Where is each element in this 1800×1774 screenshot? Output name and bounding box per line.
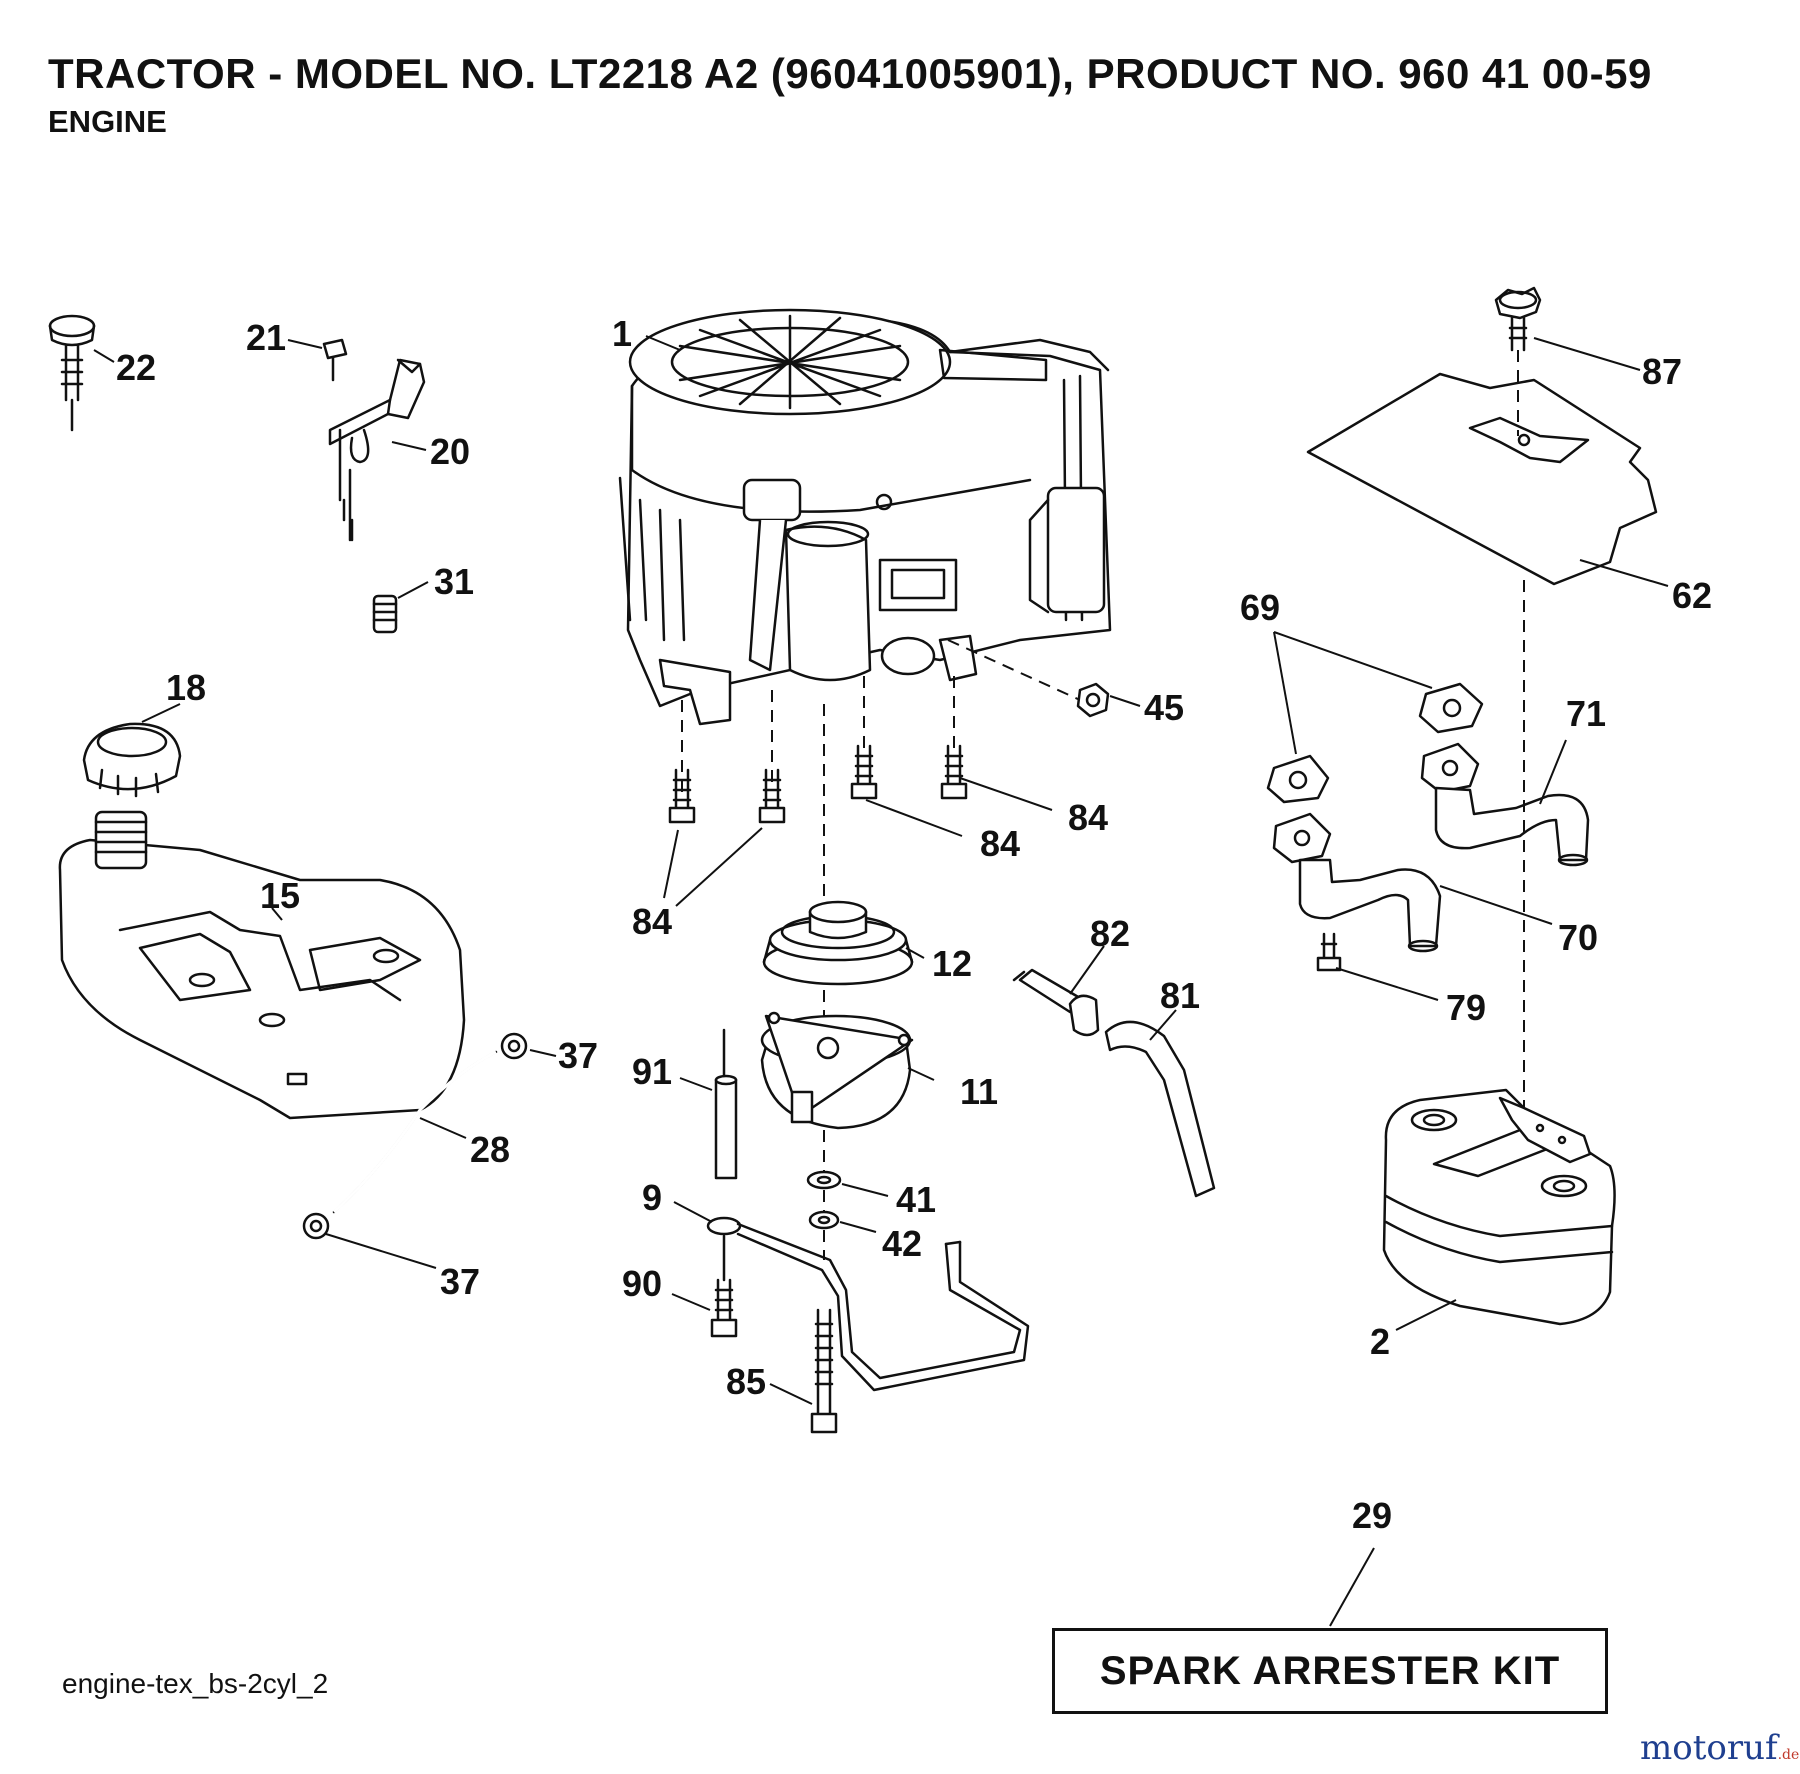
watermark-suffix: .de — [1777, 1747, 1800, 1763]
callout-31: 31 — [434, 561, 474, 602]
part-41-washer — [806, 1170, 842, 1190]
part-31-fitting — [372, 594, 398, 634]
part-18-fuel-cap — [82, 722, 182, 798]
part-45-nut — [1076, 682, 1110, 718]
callout-45: 45 — [1144, 687, 1184, 728]
callout-18: 18 — [166, 667, 206, 708]
callout-28: 28 — [470, 1129, 510, 1170]
figure-reference: engine-tex_bs-2cyl_2 — [62, 1668, 329, 1699]
callout-11: 11 — [960, 1071, 998, 1112]
callout-29: 29 — [1352, 1495, 1392, 1536]
diagram-title: TRACTOR - MODEL NO. LT2218 A2 (960410059… — [48, 50, 1652, 97]
callout-20: 20 — [430, 431, 470, 472]
part-79-bolt — [1316, 932, 1342, 972]
part-9-bracket — [706, 1216, 1030, 1392]
part-85-bolt — [810, 1308, 838, 1434]
callout-84-right: 84 — [1068, 797, 1108, 838]
callout-41: 41 — [896, 1179, 936, 1220]
part-82-fitting — [1012, 968, 1100, 1037]
part-69-gasket-upper — [1418, 682, 1484, 734]
callout-90: 90 — [622, 1263, 662, 1304]
callout-87: 87 — [1642, 351, 1682, 392]
callout-37-upper: 37 — [558, 1035, 598, 1076]
callout-9: 9 — [642, 1177, 662, 1218]
callout-2: 2 — [1370, 1321, 1390, 1362]
part-90-bolt — [710, 1234, 738, 1338]
part-81-hose — [1104, 1020, 1216, 1198]
watermark-logo: motoruf.de — [1640, 1728, 1799, 1768]
part-11-clutch — [760, 1011, 914, 1130]
part-69-gasket-middle — [1266, 754, 1330, 804]
callout-82: 82 — [1090, 913, 1130, 954]
callout-37-lower: 37 — [440, 1261, 480, 1302]
part-12-pulley — [762, 900, 914, 986]
part-37-clamp-lower — [302, 1212, 330, 1240]
part-15-fuel-tank — [58, 810, 466, 1120]
callout-70: 70 — [1558, 917, 1598, 958]
part-87-knob — [1494, 286, 1542, 352]
part-62-shield — [1306, 372, 1658, 586]
part-2-muffler — [1382, 1088, 1616, 1326]
part-84-bolt-b — [758, 768, 786, 824]
part-84-bolt-a — [668, 768, 696, 824]
callout-79: 79 — [1446, 987, 1486, 1028]
watermark-text: motoruf — [1640, 1728, 1778, 1768]
part-70-exhaust-pipe — [1272, 812, 1442, 953]
callout-1: 1 — [612, 313, 632, 354]
callout-84-left: 84 — [632, 901, 672, 942]
part-21-screw — [322, 338, 348, 382]
callout-84-center: 84 — [980, 823, 1020, 864]
callout-85: 85 — [726, 1361, 766, 1402]
part-28-fuel-line — [332, 1050, 498, 1214]
spark-arrester-kit-label: SPARK ARRESTER KIT — [1099, 1648, 1561, 1693]
part-1-engine — [618, 308, 1112, 726]
part-91-spacer — [714, 1028, 738, 1180]
callout-62: 62 — [1672, 575, 1712, 616]
part-84-bolt-c — [850, 744, 878, 800]
part-71-exhaust-pipe — [1420, 742, 1590, 867]
spark-arrester-kit-box: SPARK ARRESTER KIT — [1052, 1628, 1608, 1714]
part-37-clamp-upper — [500, 1032, 528, 1060]
part-42-washer — [808, 1210, 840, 1230]
part-84-bolt-d — [940, 744, 968, 800]
callout-21: 21 — [246, 317, 286, 358]
diagram-subtitle: ENGINE — [48, 104, 167, 139]
callout-22: 22 — [116, 347, 156, 388]
part-22-dipstick — [48, 314, 96, 432]
callout-81: 81 — [1160, 975, 1200, 1016]
callout-15: 15 — [260, 875, 300, 916]
callout-42: 42 — [882, 1223, 922, 1264]
callout-12: 12 — [932, 943, 972, 984]
callout-69: 69 — [1240, 587, 1280, 628]
callout-91: 91 — [632, 1051, 672, 1092]
part-20-bracket — [328, 358, 426, 542]
callout-71: 71 — [1566, 693, 1606, 734]
